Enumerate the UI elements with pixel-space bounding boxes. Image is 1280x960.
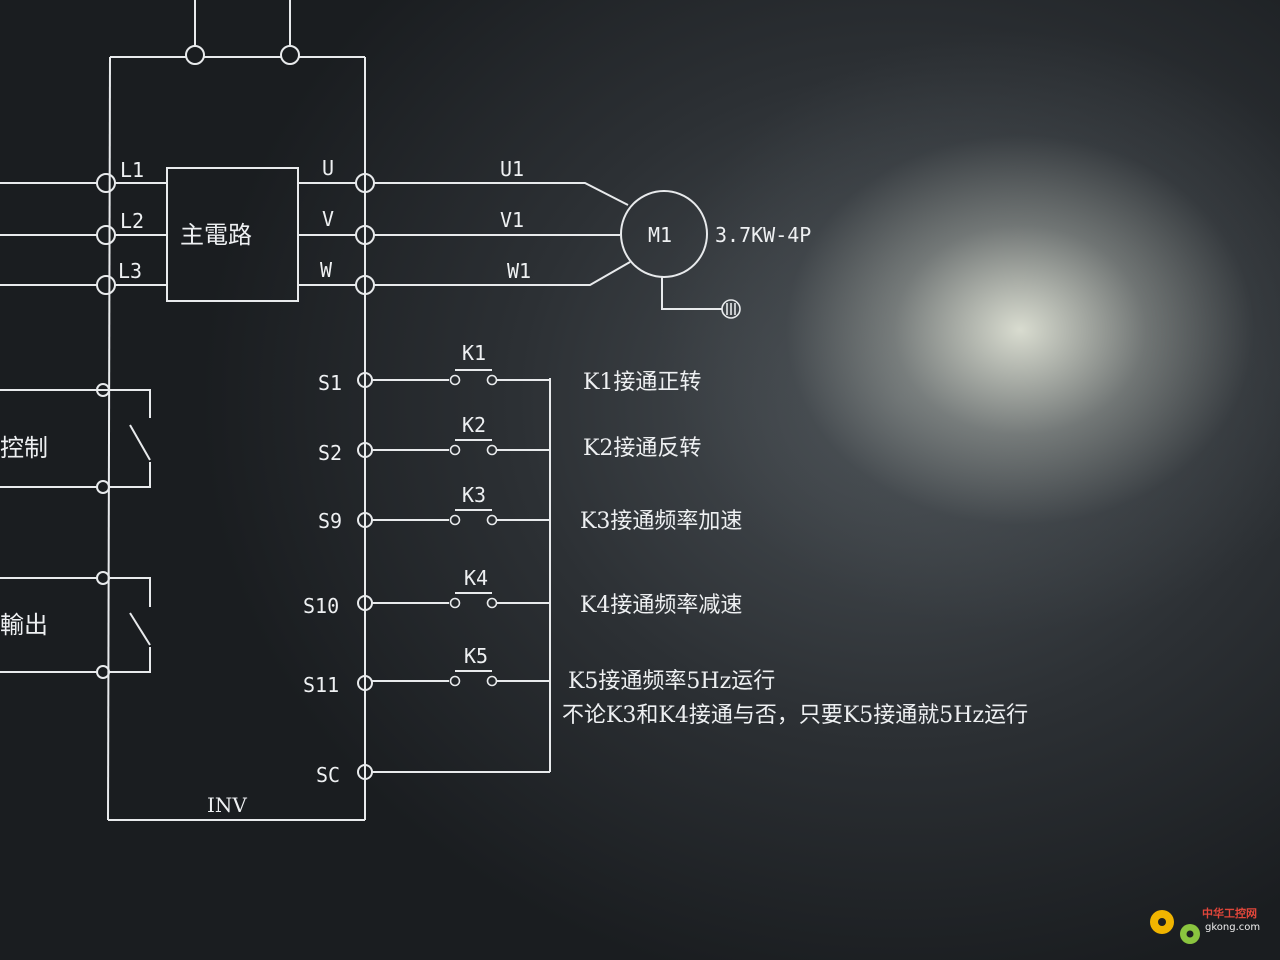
common-bus	[372, 378, 551, 773]
k5-note: 不论K3和K4接通与否，只要K5接通就5Hz运行	[562, 703, 1028, 728]
terminal-u-label: U	[322, 156, 334, 180]
motor-rating: 3.7KW-4P	[715, 223, 811, 247]
switch-k1-label: K1	[462, 341, 486, 365]
watermark-url: gkong.com	[1205, 922, 1260, 933]
terminal-s1-label: S1	[318, 371, 342, 395]
switch-k3: K3	[372, 483, 550, 526]
output-terminals: U V W	[298, 156, 375, 295]
top-supply	[110, 0, 365, 65]
k5-description: K5接通频率5Hz运行	[568, 669, 775, 694]
switch-k2-label: K2	[462, 413, 486, 437]
terminal-w-label: W	[320, 258, 333, 282]
control-terminals: S1 S2 S9 S10 S11 SC	[303, 371, 373, 787]
motor-label: M1	[648, 223, 672, 247]
ground-icon	[721, 299, 741, 319]
relay-contacts-left: 控制 輸出	[0, 383, 151, 679]
input-terminals: L1 L2 L3	[0, 158, 167, 295]
control-label: 控制	[0, 434, 48, 462]
watermark-name: 中华工控网	[1202, 906, 1257, 920]
wire-u1-label: U1	[500, 157, 524, 181]
motor: M1 3.7KW-4P	[620, 190, 811, 319]
terminal-s10-label: S10	[303, 594, 339, 618]
switch-k4-label: K4	[464, 566, 488, 590]
main-circuit-block: 主電路	[166, 167, 299, 302]
main-circuit-label: 主電路	[180, 221, 252, 249]
terminal-v-label: V	[322, 207, 334, 231]
gkong-watermark: 中华工控网 gkong.com	[1150, 906, 1260, 944]
switch-descriptions: K1接通正转 K2接通反转 K3接通频率加速 K4接通频率减速 K5接通频率5H…	[562, 370, 1028, 728]
k1-description: K1接通正转	[583, 370, 701, 395]
terminal-s9-label: S9	[318, 509, 342, 533]
switch-k2: K2	[372, 413, 550, 456]
wire-w1-label: W1	[507, 259, 531, 283]
switch-k5: K5	[372, 644, 550, 687]
switch-k4: K4	[372, 566, 550, 609]
switch-k1: K1	[372, 341, 550, 386]
gear-icon	[1150, 910, 1200, 944]
terminal-l1-label: L1	[120, 158, 144, 182]
terminal-l3-label: L3	[118, 259, 142, 283]
switch-k5-label: K5	[464, 644, 488, 668]
terminal-s11-label: S11	[303, 673, 339, 697]
inverter-label: INV	[207, 793, 247, 817]
wire-v1-label: V1	[500, 208, 524, 232]
k4-description: K4接通频率减速	[580, 593, 742, 618]
k3-description: K3接通频率加速	[580, 509, 742, 534]
switch-k3-label: K3	[462, 483, 486, 507]
inverter-box: INV	[107, 56, 366, 821]
terminal-s2-label: S2	[318, 441, 342, 465]
terminal-l2-label: L2	[120, 209, 144, 233]
terminal-sc-label: SC	[316, 763, 340, 787]
output-label: 輸出	[0, 611, 48, 639]
motor-wiring: U1 V1 W1	[374, 157, 631, 286]
k2-description: K2接通反转	[583, 436, 701, 461]
